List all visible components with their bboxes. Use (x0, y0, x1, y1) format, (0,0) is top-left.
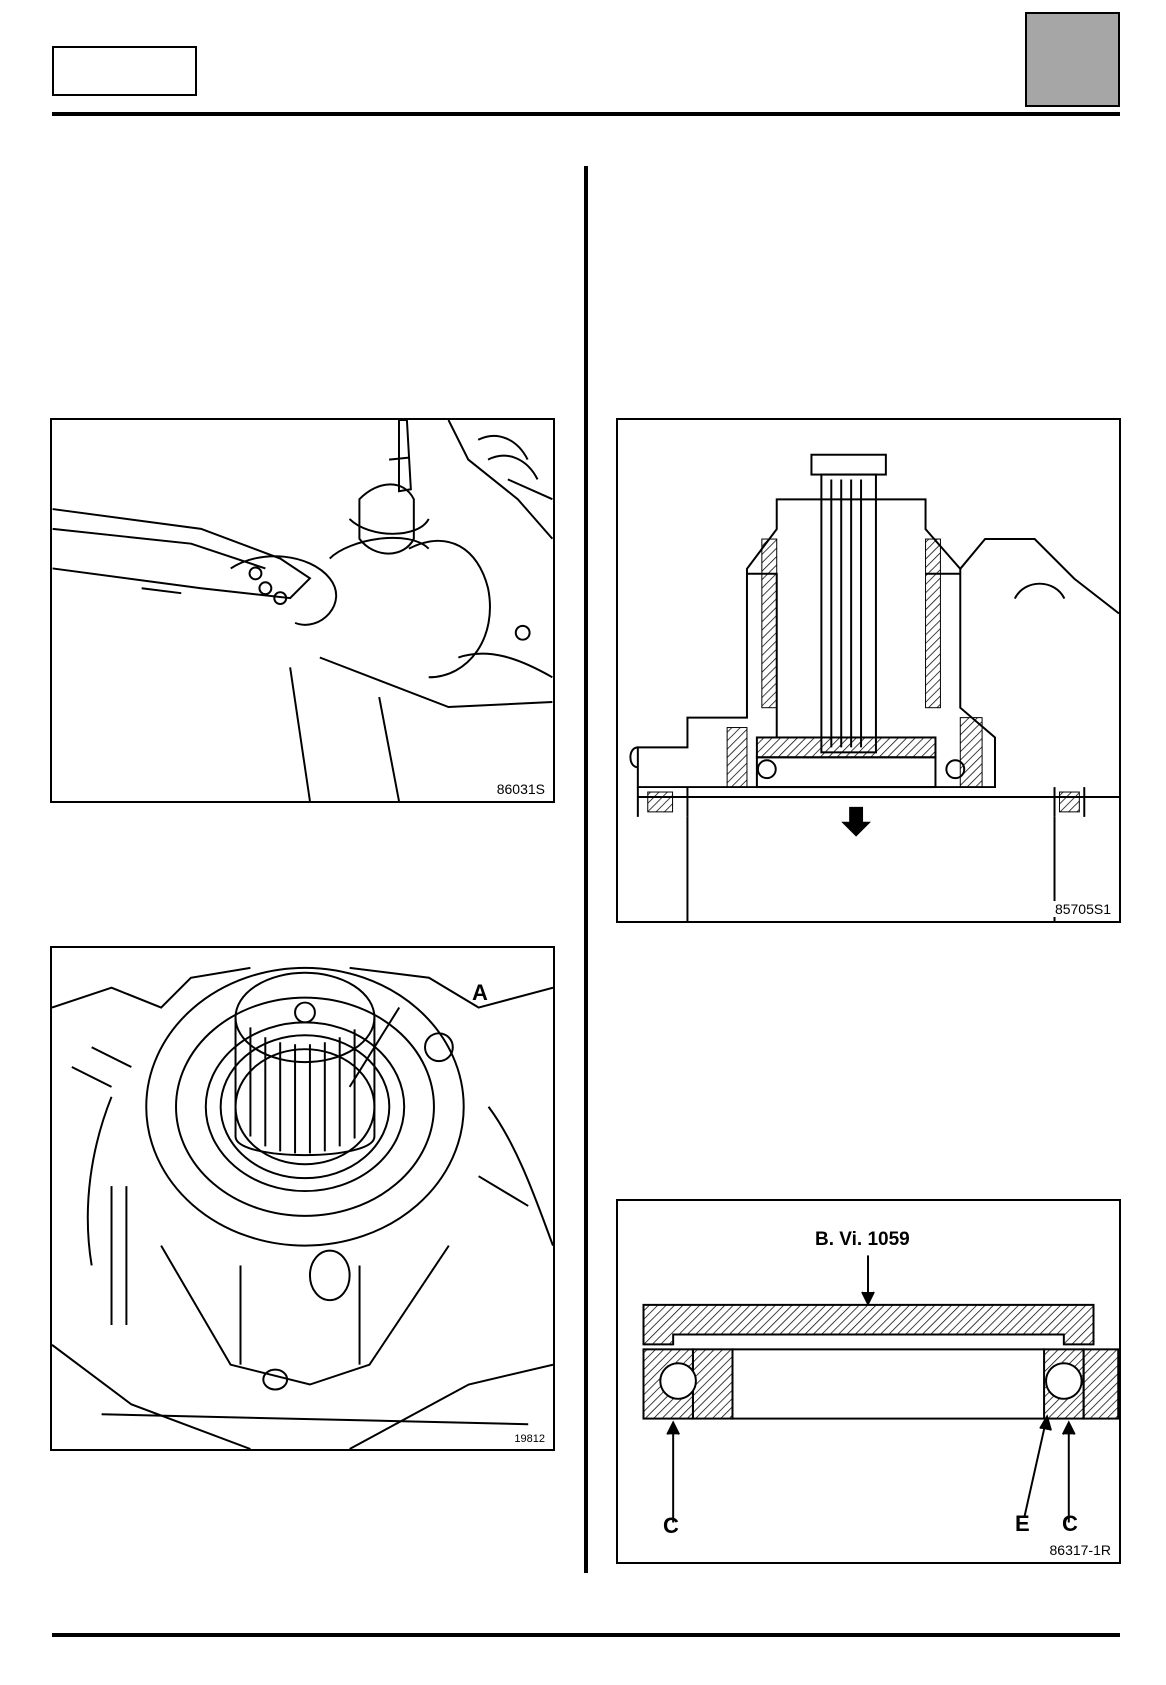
figure-ref-86031s: 86031S (494, 781, 547, 797)
callout-e: E (1015, 1511, 1030, 1536)
press-direction-arrow (841, 806, 871, 837)
tool-label-b-vi-1059: B. Vi. 1059 (815, 1229, 910, 1250)
wrench-removal-illustration (52, 420, 553, 801)
column-divider (584, 166, 588, 1573)
figure-ref-86317-1r: 86317-1R (1047, 1542, 1113, 1558)
section-label-box (52, 46, 197, 96)
callout-a-leader (348, 1006, 401, 1088)
bearing-fitting-tool-illustration (642, 1255, 1119, 1523)
figure-wrench-removal: 86031S (50, 418, 555, 803)
callout-c-right: C (1062, 1511, 1078, 1536)
figure-bearing-press-out: 85705S1 (616, 418, 1121, 923)
callout-c-left: C (663, 1513, 679, 1538)
callout-a: A (472, 980, 488, 1005)
shaft-seal-illustration (52, 966, 553, 1449)
figure-shaft-seal: A 19812 (50, 946, 555, 1451)
section-tab-marker (1025, 12, 1120, 107)
bearing-press-out-illustration (629, 453, 1119, 921)
footer-rule (52, 1633, 1120, 1637)
tool-b-vi-1059 (642, 1303, 1095, 1346)
header-rule (52, 112, 1120, 116)
figure-bearing-fitting-tool: B. Vi. 1059 C E C 86317-1R (616, 1199, 1121, 1564)
figure-ref-85705s1: 85705S1 (1052, 901, 1113, 917)
figure-ref-19812: 19812 (512, 1433, 547, 1445)
